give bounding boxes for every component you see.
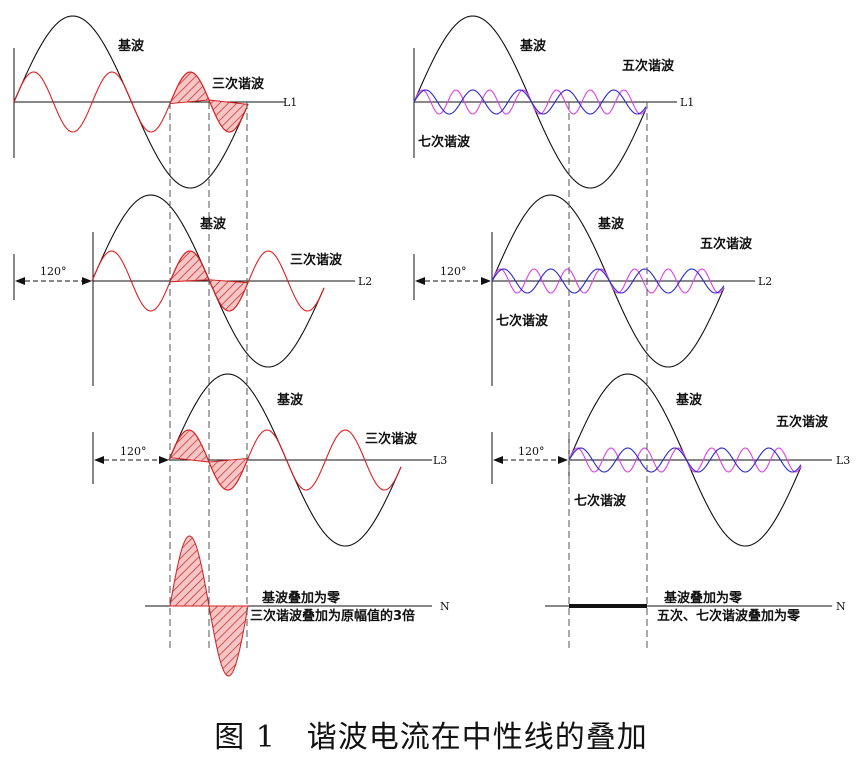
right-L1-fundamental-label: 基波 [519, 38, 547, 54]
right-L3-phase-label: L3 [836, 454, 850, 467]
right-L3-120-label: 120° [518, 445, 545, 458]
right-L1-fifth-label: 五次谐波 [622, 58, 675, 74]
left-L3-120-arrow-left [94, 456, 104, 464]
left-L3-third-hatch-pos [169, 429, 210, 463]
left-L3-third-label: 三次谐波 [365, 431, 418, 447]
left-L1-fundamental-label: 基波 [117, 38, 145, 54]
right-L2-row: 120° 基波 五次谐波 七次谐波 L2 [413, 194, 772, 386]
right-L2-120-arrow-right [481, 277, 491, 285]
left-L2-third-label: 三次谐波 [290, 252, 343, 268]
left-L2-row: 120° 基波 三次谐波 L2 [13, 194, 372, 386]
right-L1-row: 基波 五次谐波 七次谐波 L1 [413, 15, 694, 189]
right-N-row: N 基波叠加为零 五次、七次谐波叠加为零 [545, 590, 846, 624]
left-N-note-2: 三次谐波叠加为原幅值的3倍 [250, 608, 415, 624]
left-N-note-1: 基波叠加为零 [261, 590, 341, 606]
right-L2-120-arrow-left [415, 277, 425, 285]
left-L2-120-arrow-right [82, 277, 92, 285]
left-L2-third-harmonic-wave [91, 250, 325, 312]
right-L2-fifth-harmonic-wave [491, 268, 725, 294]
left-N-third-sum-neg [208, 605, 249, 677]
right-L3-120-arrow-left [493, 456, 503, 464]
left-L1-phase-label: L1 [283, 96, 297, 109]
right-panel-5th-7th-harmonics: 基波 五次谐波 七次谐波 L1 120° 基波 五次谐波 七次谐波 L2 [413, 15, 850, 648]
left-L2-fundamental-label: 基波 [199, 216, 227, 232]
left-L3-120-arrow-right [159, 456, 169, 464]
left-L3-third-harmonic-wave [168, 429, 402, 491]
left-N-phase-label: N [440, 600, 450, 613]
right-guide-lines [568, 102, 648, 648]
left-N-third-sum-pos [169, 535, 210, 607]
right-L2-fundamental-label: 基波 [597, 216, 625, 232]
right-L2-seventh-label: 七次谐波 [496, 313, 549, 329]
right-L3-fundamental-label: 基波 [675, 392, 703, 408]
left-L1-row: 基波 三次谐波 L1 [13, 15, 297, 189]
right-N-phase-label: N [836, 600, 846, 613]
right-L2-fifth-label: 五次谐波 [700, 236, 753, 252]
left-L1-third-hatch-neg [208, 99, 249, 133]
right-L3-seventh-label: 七次谐波 [574, 493, 627, 509]
left-L2-120-arrow-left [15, 277, 25, 285]
left-L1-third-harmonic-wave [13, 71, 247, 133]
right-L3-row: 120° 基波 五次谐波 七次谐波 L3 [491, 373, 850, 547]
right-N-note-2: 五次、七次谐波叠加为零 [657, 608, 801, 624]
right-L3-fifth-label: 五次谐波 [776, 414, 829, 430]
right-N-note-1: 基波叠加为零 [663, 590, 743, 606]
left-L1-third-label: 三次谐波 [212, 76, 265, 92]
right-L1-seventh-label: 七次谐波 [418, 134, 471, 150]
left-panel-third-harmonic: 基波 三次谐波 L1 120° 基波 三次谐波 L2 [13, 15, 450, 677]
figure-caption: 图 1 谐波电流在中性线的叠加 [214, 720, 648, 755]
right-L3-fifth-harmonic-wave [568, 447, 802, 473]
left-L3-120-label: 120° [120, 445, 147, 458]
left-L3-fundamental-label: 基波 [276, 392, 304, 408]
left-L3-row: 120° 基波 三次谐波 L3 [92, 373, 447, 547]
left-guide-lines [169, 102, 248, 648]
harmonic-superposition-diagram: 基波 三次谐波 L1 120° 基波 三次谐波 L2 [13, 15, 850, 677]
right-L2-120-label: 120° [440, 265, 467, 278]
left-N-row: N 基波叠加为零 三次谐波叠加为原幅值的3倍 [145, 535, 450, 677]
right-L1-phase-label: L1 [680, 96, 694, 109]
left-L2-phase-label: L2 [358, 275, 372, 288]
left-L3-phase-label: L3 [433, 454, 447, 467]
right-L2-phase-label: L2 [758, 275, 772, 288]
right-L3-120-arrow-right [558, 456, 568, 464]
left-L2-120-label: 120° [40, 265, 67, 278]
right-L1-fifth-harmonic-wave [413, 89, 647, 115]
